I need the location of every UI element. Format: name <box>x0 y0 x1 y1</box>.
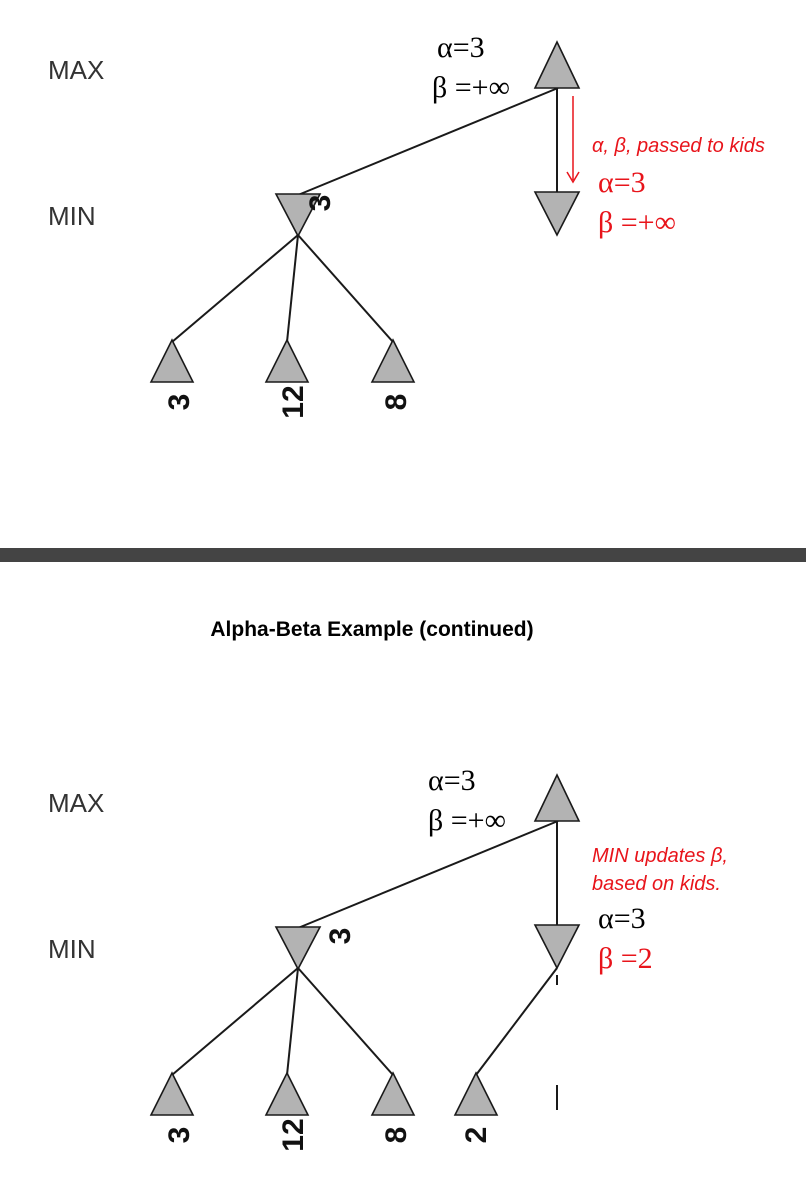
slide-divider <box>0 548 806 562</box>
leaf-node-3 <box>370 338 416 383</box>
min-level-label-2: MIN <box>48 934 96 964</box>
leaf-node2-4 <box>453 1071 499 1116</box>
root-beta-value-2: β =+∞ <box>428 804 506 837</box>
right-alpha-value: α=3 <box>598 166 646 199</box>
leaf2-value-2: 12 <box>277 1118 310 1151</box>
slide-caption: Alpha-Beta Example (continued) <box>210 618 533 641</box>
min-left-value: 3 <box>304 195 337 212</box>
min-right-node <box>533 191 581 237</box>
min-left-node-2 <box>274 926 322 971</box>
leaf2-value-3: 8 <box>380 1127 413 1144</box>
edge2-min-left-to-leaf-3 <box>297 967 394 1076</box>
right-beta-value: β =+∞ <box>598 206 676 239</box>
edge-root-to-min-left <box>297 87 559 196</box>
leaf2-value-1: 3 <box>163 1127 196 1144</box>
leaf-value-2: 12 <box>277 385 310 418</box>
panel-1: MAX MIN α=3 β =+∞ 3 3 12 8 α, β, passed … <box>48 31 765 419</box>
root-alpha-value-2: α=3 <box>428 764 476 797</box>
leaf-value-1: 3 <box>163 394 196 411</box>
leaf-node2-1 <box>149 1071 195 1116</box>
edge2-min-left-to-leaf-1 <box>171 967 299 1076</box>
min-updates-note-line1: MIN updates β, <box>592 845 728 867</box>
min-level-label: MIN <box>48 201 96 231</box>
pass-down-arrow <box>566 96 580 184</box>
leaf-value-3: 8 <box>380 394 413 411</box>
edge2-min-right-to-leaf-4 <box>475 967 558 1076</box>
root-beta-value: β =+∞ <box>432 71 510 104</box>
max-root-node <box>533 40 581 89</box>
edge2-root-to-min-left <box>297 820 559 929</box>
max-level-label: MAX <box>48 55 104 85</box>
edge2-min-left-to-leaf-2 <box>286 967 299 1076</box>
min-left-value-2: 3 <box>324 928 357 945</box>
max-root-node-2 <box>533 773 581 822</box>
leaf-node2-3 <box>370 1071 416 1116</box>
min-right-node-2 <box>533 924 581 970</box>
root-alpha-value: α=3 <box>437 31 485 64</box>
right-beta-value-2: β =2 <box>598 942 653 975</box>
leaf-node2-2 <box>264 1071 310 1116</box>
right-alpha-value-2: α=3 <box>598 902 646 935</box>
min-left-node <box>274 193 322 238</box>
pass-to-kids-note: α, β, passed to kids <box>592 135 765 157</box>
max-level-label-2: MAX <box>48 788 104 818</box>
leaf-node-1 <box>149 338 195 383</box>
min-updates-note-line2: based on kids. <box>592 873 721 895</box>
leaf-node-2 <box>264 338 310 383</box>
edge-min-left-to-leaf-2 <box>286 234 299 343</box>
edge-min-left-to-leaf-3 <box>297 234 394 343</box>
panel-2: MAX MIN α=3 β =+∞ 3 3 12 8 2 MIN updates… <box>48 764 728 1152</box>
leaf2-value-4: 2 <box>460 1127 493 1144</box>
edge-min-left-to-leaf-1 <box>171 234 299 343</box>
